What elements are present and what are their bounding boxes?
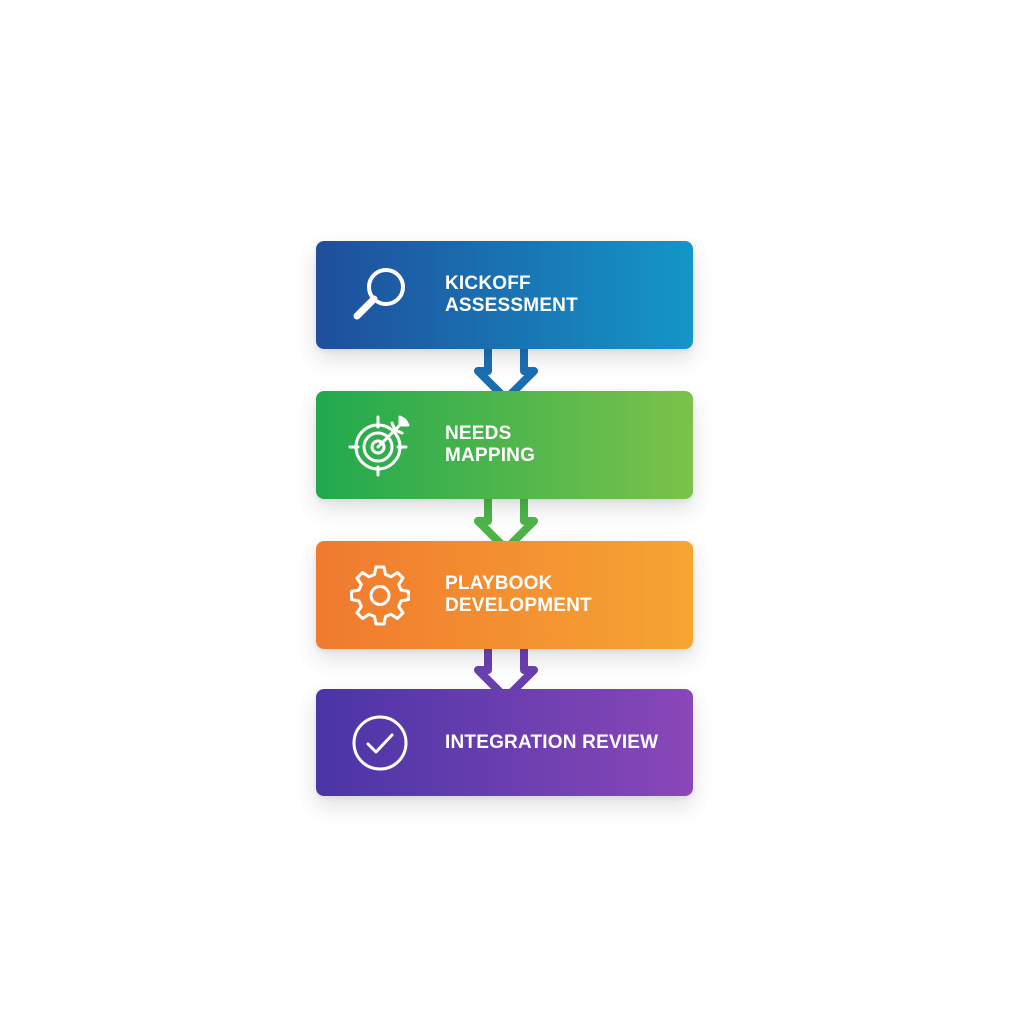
- step-card-integration-review: INTEGRATION REVIEW: [316, 689, 693, 796]
- step-label-line: KICKOFF: [445, 273, 531, 294]
- step-card-kickoff-assessment: KICKOFF ASSESSMENT: [316, 241, 693, 349]
- step-label-line: PLAYBOOK: [445, 573, 553, 594]
- search-icon: [348, 263, 412, 327]
- step-label-line: ASSESSMENT: [445, 295, 578, 316]
- step-label-line: MAPPING: [445, 445, 536, 466]
- step-label-line: INTEGRATION REVIEW: [445, 731, 659, 753]
- step-label: PLAYBOOK DEVELOPMENT: [445, 573, 677, 617]
- step-label: INTEGRATION REVIEW: [445, 732, 677, 754]
- checkmark-icon: [348, 711, 412, 775]
- target-icon: [348, 413, 412, 477]
- step-card-playbook-development: PLAYBOOK DEVELOPMENT: [316, 541, 693, 649]
- step-card-needs-mapping: NEEDS MAPPING: [316, 391, 693, 499]
- step-label-line: DEVELOPMENT: [445, 595, 592, 616]
- step-label: NEEDS MAPPING: [445, 423, 677, 467]
- step-label: KICKOFF ASSESSMENT: [445, 273, 677, 317]
- step-label-line: NEEDS: [445, 423, 512, 444]
- gear-icon: [348, 563, 412, 627]
